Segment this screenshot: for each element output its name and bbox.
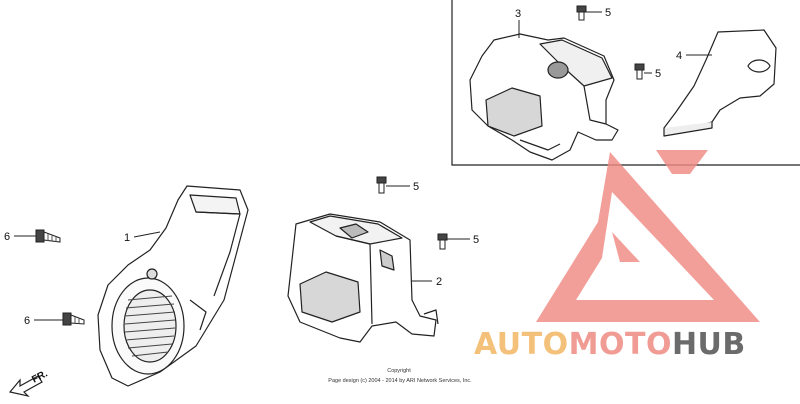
screw-6b[interactable] [62,312,85,326]
part-3-cover[interactable] [469,33,619,161]
leader-lines [14,11,712,321]
part-4-plate[interactable] [663,29,777,137]
callout-2: 2 [436,276,442,288]
automotohub-logo-icon [536,150,760,322]
copyright-line-2: Page design (c) 2004 - 2014 by ARI Netwo… [328,378,472,384]
brand-moto: MOTO [569,327,672,362]
front-label: FR. [30,368,50,385]
callout-3: 3 [515,8,521,20]
copyright-line-1: Copyright [387,368,411,374]
callout-5a: 5 [605,7,611,19]
front-direction-arrow: FR. [8,368,50,398]
callout-1: 1 [124,232,130,244]
brand-wordmark: AUTOMOTOHUB [474,327,746,362]
brand-auto: AUTO [474,327,569,362]
part-2-cover[interactable] [287,213,439,343]
callout-6b: 6 [24,315,30,327]
callout-6a: 6 [4,231,10,243]
screw-6a[interactable] [35,229,61,243]
bolt-5d[interactable] [437,233,448,250]
brand-hub: HUB [672,327,746,362]
bolt-5a[interactable] [576,5,587,21]
bolt-5c[interactable] [376,176,387,194]
callout-5b: 5 [655,68,661,80]
bolt-5b[interactable] [634,63,645,80]
callout-5d: 5 [473,234,479,246]
callout-4: 4 [676,50,682,62]
part-1-fan-cover[interactable] [97,185,249,387]
callout-5c: 5 [413,181,419,193]
